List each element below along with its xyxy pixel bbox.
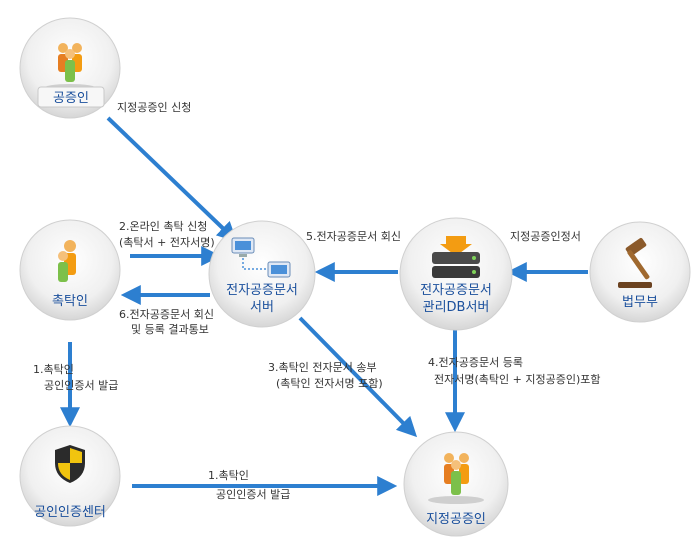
node-commissioner: 촉탁인 [19,219,121,321]
label-issue-bottom-2: 공인인증서 발급 [216,488,290,501]
label-issue-bottom-1: 1.촉탁인 [208,469,249,482]
node-designated-notary-label: 지정공증인 [426,512,486,527]
people-icon [428,453,484,504]
edges [60,116,588,496]
arrow-send [298,316,418,438]
node-db-server: 전자공증문서 관리DB서버 [399,217,513,331]
network-computers-icon [231,237,291,278]
node-notary-label: 공증인 [53,91,89,106]
node-doc-server-label-2: 서버 [250,300,274,315]
label-reply-register-1: 6.전자공증문서 회신 [119,308,214,321]
edge-labels: 지정공증인 신청 2.온라인 촉탁 신청 (촉탁서 + 전자서명) 6.전자공증… [33,101,600,501]
node-designated-notary: 지정공증인 [403,431,509,537]
shield-icon [55,445,85,483]
node-cert-center: 공인인증센터 [19,425,121,527]
label-request-1: 2.온라인 촉탁 신청 [119,220,207,233]
database-server-icon [432,236,480,278]
label-apply: 지정공증인 신청 [117,101,191,114]
arrow-apply [106,116,238,242]
label-issue-left-2: 공인인증서 발급 [44,379,118,392]
label-register-1: 4.전자공증문서 등록 [428,356,523,369]
gavel-icon [618,237,652,288]
label-certificate: 지정공증인정서 [510,230,581,243]
node-doc-server-label-1: 전자공증문서 [226,283,298,298]
label-send-1: 3.촉탁인 전자문서 송부 [268,361,377,374]
node-notary: 공증인 [19,17,121,119]
label-register-2: 전자서명(촉탁인 + 지정공증인)포함 [434,373,600,386]
label-reply-register-2: 및 등록 결과통보 [131,323,209,336]
label-issue-left-1: 1.촉탁인 [33,363,74,376]
node-ministry: 법무부 [589,221,691,323]
node-db-server-label-2: 관리DB서버 [423,300,490,315]
label-send-2: (촉탁인 전자서명 포함) [276,377,383,390]
node-db-server-label-1: 전자공증문서 [420,283,492,298]
label-request-2: (촉탁서 + 전자서명) [119,236,215,249]
node-cert-center-label: 공인인증센터 [34,505,106,520]
label-reply: 5.전자공증문서 회신 [306,230,401,243]
node-commissioner-label: 촉탁인 [52,294,88,309]
node-doc-server: 전자공증문서 서버 [208,220,316,328]
node-ministry-label: 법무부 [622,295,658,310]
person-icon [58,240,76,282]
